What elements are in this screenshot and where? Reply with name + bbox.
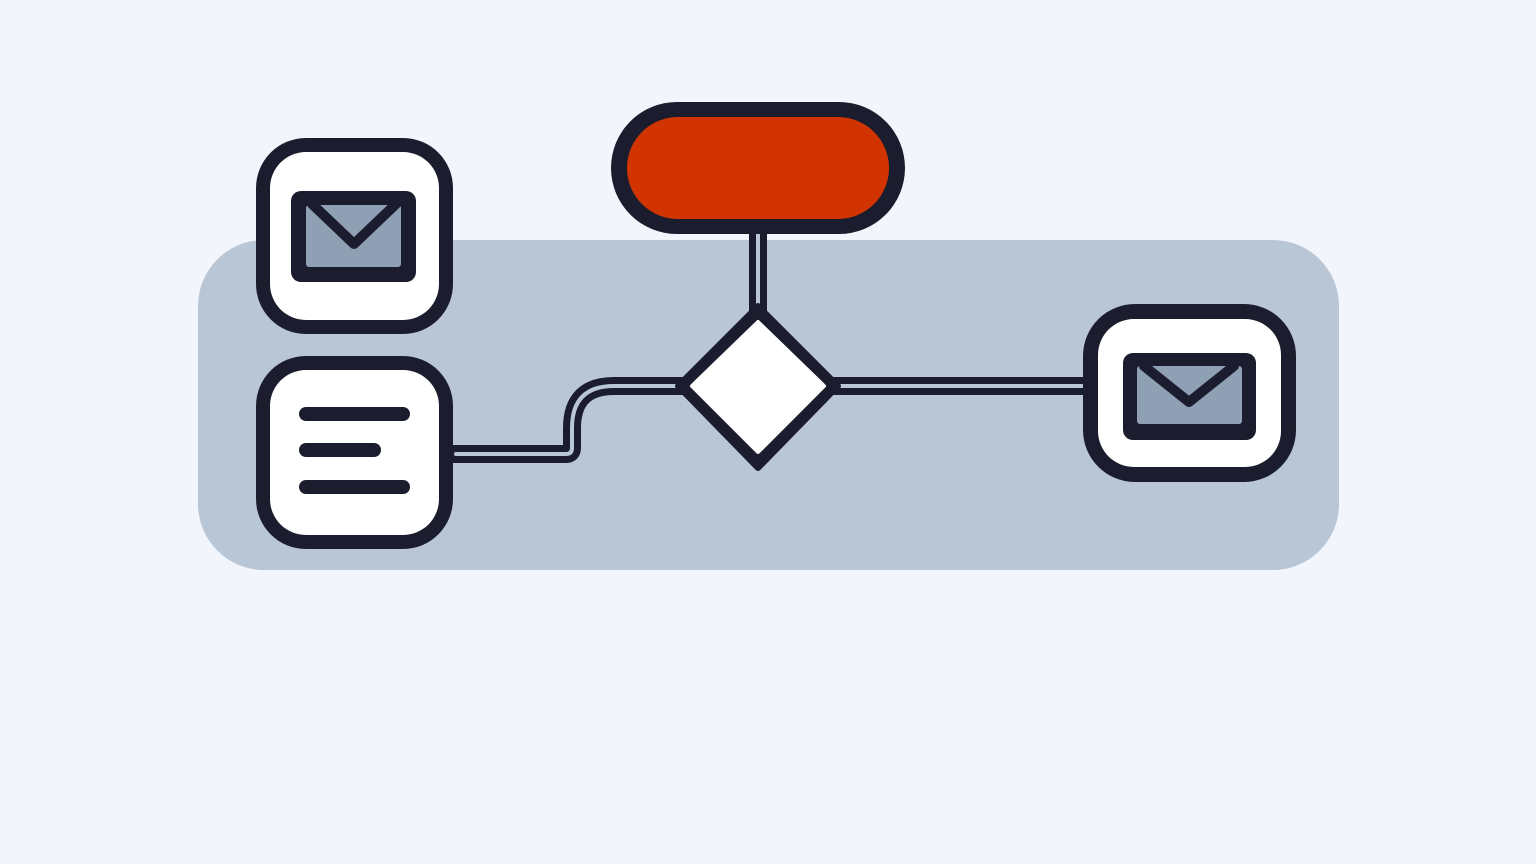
envelope-icon (1123, 353, 1256, 440)
connectors (443, 219, 1095, 463)
start-node (611, 102, 905, 234)
edge-document-to-decision-inner (454, 384, 682, 456)
document-node (256, 356, 453, 549)
decision-node (675, 303, 841, 471)
envelope-icon (291, 191, 416, 282)
document-lines-icon (299, 407, 410, 494)
mail-node-right (1083, 304, 1296, 482)
mail-node-left (256, 138, 453, 334)
